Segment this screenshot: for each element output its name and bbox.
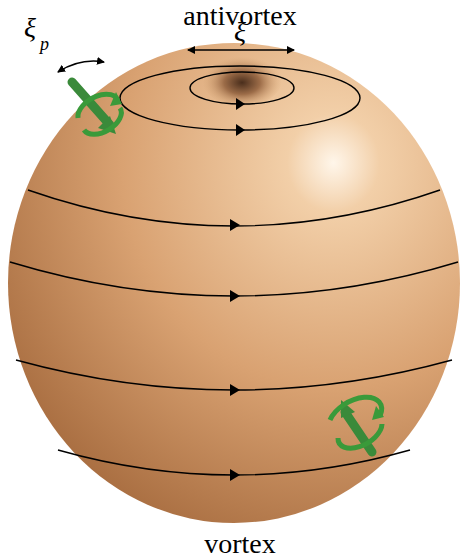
length-symbol: ξ xyxy=(24,14,36,42)
flow-lines xyxy=(10,66,458,475)
scale-arrow xyxy=(188,49,294,51)
rotating-particle xyxy=(330,397,384,452)
scale-arrow xyxy=(58,61,104,72)
region-label: vortex xyxy=(204,530,276,558)
dimple xyxy=(202,54,282,106)
flow-arrowheads xyxy=(230,98,245,481)
length-subscript: p xyxy=(40,35,49,53)
rotating-particle xyxy=(72,82,122,134)
length-symbol: ξ xyxy=(234,18,246,46)
sphere xyxy=(8,43,460,523)
